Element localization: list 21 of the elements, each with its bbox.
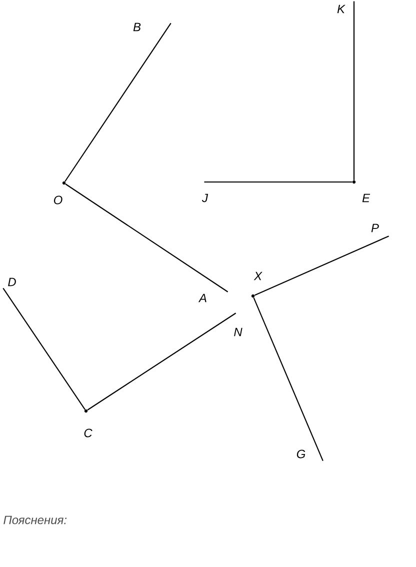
point-label: K (337, 4, 346, 14)
point-label: N (234, 328, 242, 336)
point-label: A (198, 294, 206, 302)
ray (65, 184, 228, 292)
ray (87, 312, 236, 410)
note-heading: Пояснения: (4, 516, 67, 524)
point-label: P (371, 224, 379, 232)
ray (254, 236, 390, 296)
ray (64, 22, 172, 182)
ray (353, 1, 355, 180)
point-label: C (84, 428, 92, 438)
point-label: O (54, 196, 62, 204)
point-label: E (362, 194, 370, 202)
point-label: D (8, 278, 16, 286)
point-label: G (296, 450, 306, 458)
point-label: X (254, 272, 262, 280)
ray (253, 297, 324, 462)
point-label: J (202, 194, 208, 202)
ray (204, 181, 352, 183)
point-label: B (133, 22, 141, 32)
ray (2, 288, 86, 410)
